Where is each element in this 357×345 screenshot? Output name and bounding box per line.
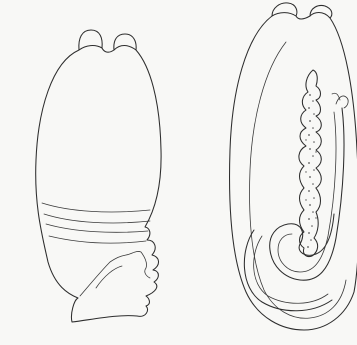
right-gut-loop-outer [270,108,344,280]
left-frill-edge [80,251,150,296]
right-gut-loop-inner [278,112,336,272]
right-sprig [332,93,348,108]
right-dotted-organ-stipple [305,94,316,248]
right-dotted-organ-outline [299,70,321,257]
left-frill-inner [96,266,122,288]
left-wrinkle-1 [42,203,150,212]
left-wrinkle-4 [49,236,146,243]
left-organism-exterior [36,30,161,322]
left-wrinkle-3 [46,224,148,232]
right-inner-lining [250,42,346,318]
left-body-outline [36,46,161,323]
left-wrinkle-2 [44,214,150,223]
right-body-outline [230,13,357,331]
right-organism-interior [230,3,357,330]
